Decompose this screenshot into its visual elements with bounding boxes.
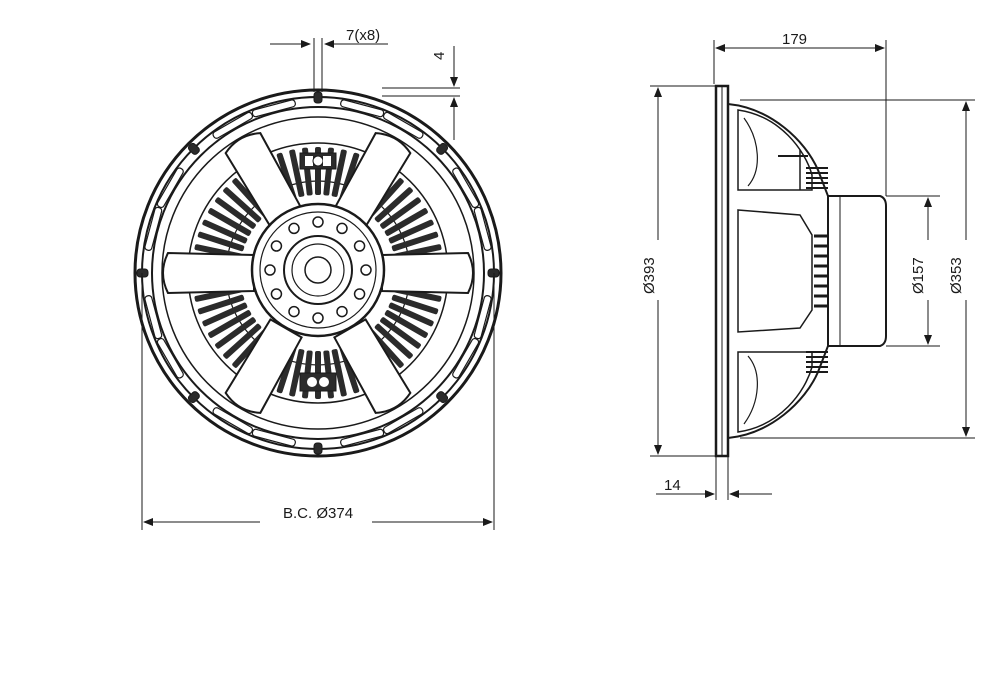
rim-slot (156, 337, 184, 379)
magnet-diameter-label: Ø157 (910, 257, 927, 294)
vent-fin (215, 197, 256, 229)
rim-slot (212, 111, 254, 139)
bolt-hole (360, 264, 372, 276)
rim-slot (473, 206, 492, 251)
pole-piece-ring (291, 243, 345, 297)
front-dimensions: 7(x8) 4 B.C. Ø374 (141, 27, 495, 530)
rim-slot (156, 167, 184, 209)
bolt-hole (270, 288, 283, 300)
vent-fin (223, 323, 262, 359)
vent-hole (304, 256, 332, 284)
mounting-hole (187, 391, 200, 404)
vent-fin (289, 349, 305, 397)
top-terminal (299, 152, 337, 170)
bolt-hole (353, 240, 366, 252)
basket-spoke (224, 318, 303, 414)
mounting-hole (313, 442, 323, 455)
vent-fin (208, 310, 252, 338)
basket-profile (727, 103, 829, 439)
rim-slot (144, 206, 163, 251)
vent-fin (339, 346, 360, 394)
vent-fin (276, 152, 297, 200)
rim-slot (340, 428, 385, 447)
pole-piece (283, 235, 353, 305)
rim-slot (340, 99, 385, 118)
vent-fin (208, 208, 252, 236)
vent-fin (197, 294, 245, 315)
center-plate-inner (259, 211, 377, 329)
rim-slot (382, 407, 424, 435)
basket-spoke (162, 251, 255, 295)
vent-fin (197, 231, 245, 252)
depth-label: 179 (782, 31, 807, 48)
vent-fin (339, 152, 360, 200)
bolt-hole (336, 305, 348, 318)
vent-fin (380, 317, 421, 349)
bolt-hole (312, 216, 324, 228)
rim-slot (144, 295, 163, 340)
hole-size-label: 7(x8) (346, 27, 380, 44)
bolt-hole (288, 222, 300, 235)
mounting-hole (187, 142, 200, 155)
side-dimensions: 179 Ø393 Ø157 Ø353 14 (641, 31, 975, 500)
vent-fin (223, 187, 262, 223)
vent-fin (289, 149, 305, 197)
flange-thickness-label: 14 (664, 477, 681, 494)
vent-fin (384, 208, 428, 236)
bolt-hole (353, 288, 366, 300)
center-bolt-holes (264, 216, 372, 324)
rim-slot (382, 111, 424, 139)
basket-spoke (381, 251, 474, 295)
vent-fin (374, 323, 413, 359)
vent-fin (391, 294, 439, 315)
vent-fin (276, 346, 297, 394)
vent-fin (391, 231, 439, 252)
basket-spoke (333, 132, 412, 228)
vent-fin (388, 219, 434, 244)
bolt-hole (336, 222, 348, 235)
vent-fin (202, 302, 248, 327)
vent-fin (331, 349, 347, 397)
mounting-hole (313, 91, 323, 104)
vent-fin (215, 317, 256, 349)
front-view (133, 88, 503, 458)
mounting-slots (136, 91, 500, 455)
mounting-hole (436, 142, 449, 155)
basket-spokes (162, 132, 474, 414)
basket-spoke (224, 132, 303, 228)
vent-fin (388, 302, 434, 327)
rim-slot (251, 428, 296, 447)
rim-slot (473, 295, 492, 340)
bolt-hole (264, 264, 276, 276)
cutout-diameter-label: Ø353 (948, 257, 965, 294)
magnet-assembly (827, 195, 887, 347)
frame-ring-3 (151, 106, 485, 440)
mounting-hole (436, 391, 449, 404)
rim-slot (251, 99, 296, 118)
offset-label: 4 (431, 52, 448, 60)
bolt-hole (288, 305, 300, 318)
rim-slot (452, 337, 480, 379)
rim-slot (452, 167, 480, 209)
bottom-terminal (299, 372, 337, 392)
vent-fin (374, 187, 413, 223)
vent-fin (380, 197, 421, 229)
vent-fin (384, 310, 428, 338)
bolt-hole (312, 312, 324, 324)
outer-diameter-label: Ø393 (641, 257, 658, 294)
rim-slot (212, 407, 254, 435)
side-fins (806, 167, 828, 373)
vent-fin (202, 219, 248, 244)
bolt-circle-label: B.C. Ø374 (283, 505, 353, 522)
vent-fin (331, 149, 347, 197)
side-view (714, 84, 887, 458)
bolt-hole (270, 240, 283, 252)
basket-spoke (333, 318, 412, 414)
